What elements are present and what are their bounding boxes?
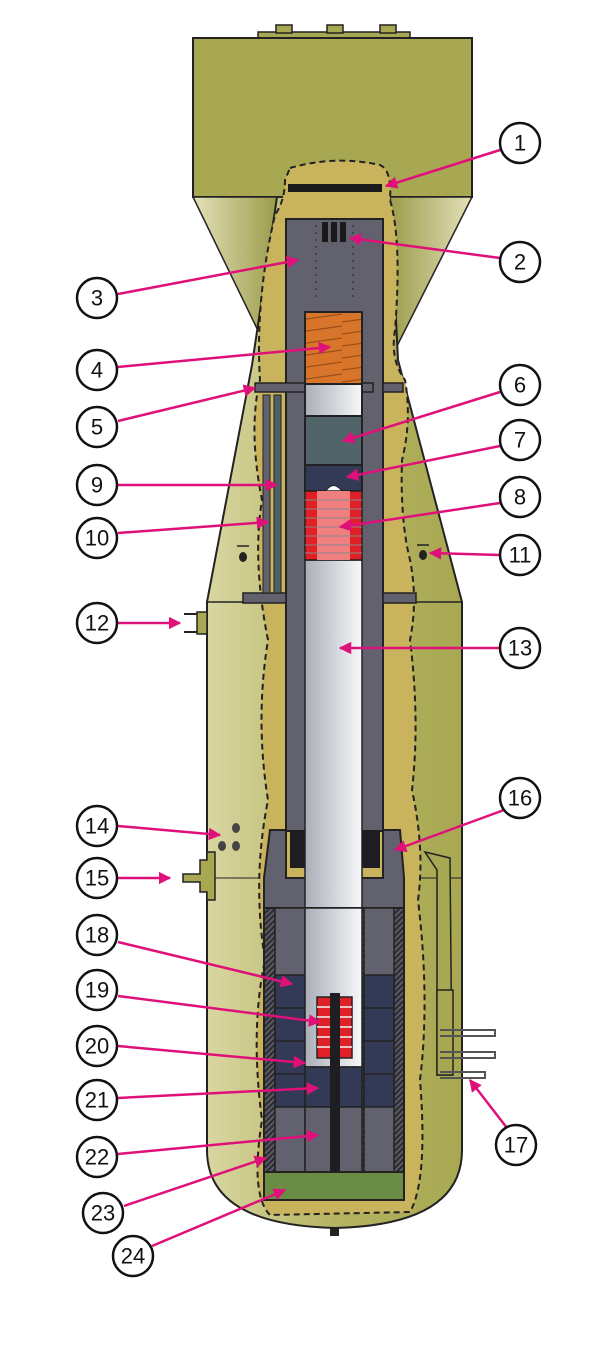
svg-text:1: 1	[514, 131, 526, 156]
svg-text:3: 3	[91, 286, 103, 311]
callout-6: 6	[498, 363, 542, 407]
callout-2: 2	[498, 240, 542, 284]
callout-24: 24	[111, 1234, 155, 1278]
external-fittings	[182, 544, 496, 1079]
svg-text:8: 8	[514, 485, 526, 510]
callout-7: 7	[498, 418, 542, 462]
svg-text:16: 16	[508, 786, 532, 811]
target-rod	[330, 993, 340, 1172]
callout-18: 18	[75, 913, 119, 957]
svg-text:19: 19	[85, 978, 109, 1003]
callout-23: 23	[81, 1191, 125, 1235]
svg-text:2: 2	[514, 250, 526, 275]
svg-text:20: 20	[85, 1034, 109, 1059]
svg-text:9: 9	[91, 473, 103, 498]
svg-text:17: 17	[504, 1133, 528, 1158]
svg-text:10: 10	[85, 526, 109, 551]
primers	[315, 222, 354, 300]
svg-text:23: 23	[91, 1201, 115, 1226]
callout-13: 13	[498, 626, 542, 670]
callout-17: 17	[494, 1123, 538, 1167]
svg-text:15: 15	[85, 866, 109, 891]
svg-text:6: 6	[514, 373, 526, 398]
callout-20: 20	[75, 1024, 119, 1068]
rod-9	[273, 394, 282, 594]
callout-9: 9	[75, 463, 119, 507]
svg-text:11: 11	[509, 543, 532, 568]
svg-text:4: 4	[91, 358, 103, 383]
svg-text:12: 12	[85, 611, 109, 636]
callout-8: 8	[498, 475, 542, 519]
svg-text:22: 22	[85, 1145, 109, 1170]
tungsten-plug	[304, 415, 363, 466]
callout-1: 1	[498, 121, 542, 165]
boron-plate	[263, 1171, 405, 1201]
svg-text:14: 14	[85, 814, 109, 839]
nose-fuze	[330, 1228, 339, 1236]
target-assembly	[263, 907, 405, 1201]
callout-3: 3	[75, 276, 119, 320]
svg-text:5: 5	[91, 415, 103, 440]
callout-12: 12	[75, 601, 119, 645]
svg-text:7: 7	[514, 428, 526, 453]
callout-14: 14	[75, 804, 119, 848]
callout-10: 10	[75, 516, 119, 560]
callout-22: 22	[75, 1135, 119, 1179]
svg-text:21: 21	[85, 1088, 109, 1113]
callout-15: 15	[75, 856, 119, 900]
callout-19: 19	[75, 968, 119, 1012]
uranium-projectile	[304, 490, 363, 561]
callout-16: 16	[498, 776, 542, 820]
tail-plate	[288, 184, 382, 192]
callout-11: 11	[498, 533, 542, 577]
rod-10	[262, 394, 271, 594]
svg-text:13: 13	[508, 636, 532, 661]
svg-text:24: 24	[121, 1244, 145, 1269]
svg-text:18: 18	[85, 923, 109, 948]
leader-arrows	[117, 148, 508, 1248]
callout-21: 21	[75, 1078, 119, 1122]
callout-4: 4	[75, 348, 119, 392]
callout-5: 5	[75, 405, 119, 449]
